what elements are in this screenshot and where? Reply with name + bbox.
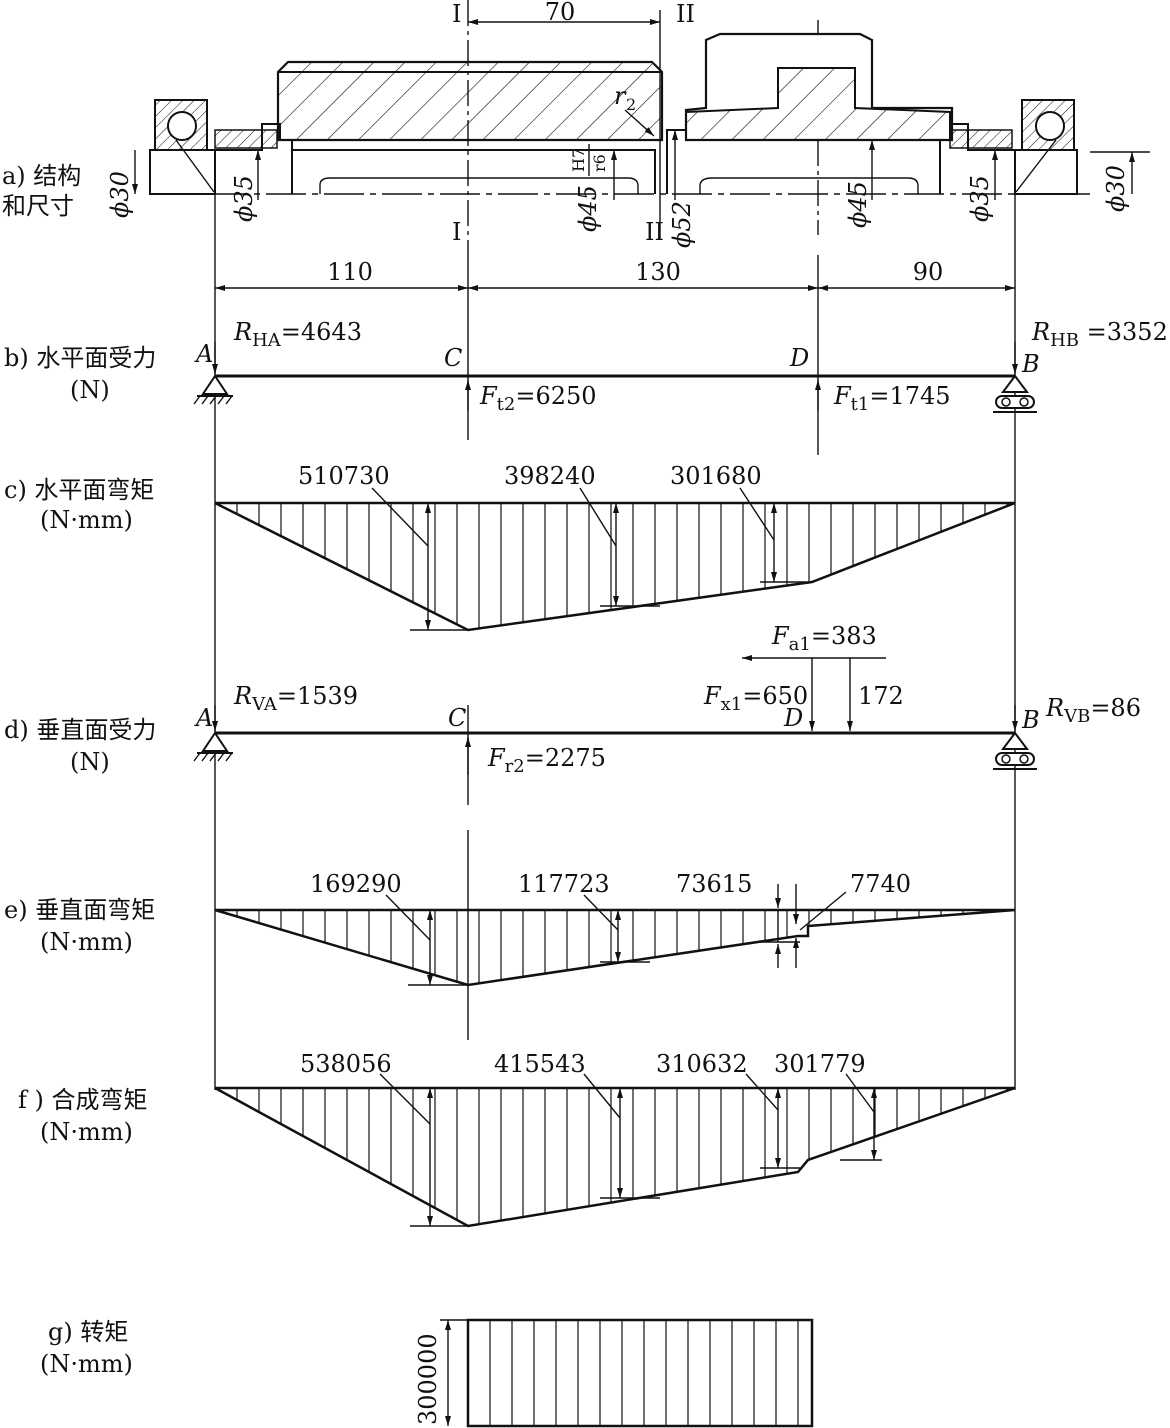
mR-C: 538056	[300, 1050, 392, 1078]
point-B-b: B	[1021, 350, 1040, 378]
point-C-b: C	[444, 344, 462, 372]
mV-D: 73615	[676, 870, 752, 898]
mR-D2: 301779	[774, 1050, 866, 1078]
span-CD: 130	[635, 258, 681, 286]
phi30-right: ϕ30	[1102, 165, 1130, 212]
structure-drawing: 70 I II	[106, 0, 1150, 248]
mR-D: 310632	[656, 1050, 748, 1078]
span-dimensions: 110 130 90	[215, 258, 1015, 291]
RHB-label: RHB =3352	[1031, 318, 1168, 351]
label-e2: (N·mm)	[40, 928, 133, 956]
label-e1: e) 垂直面弯矩	[4, 896, 155, 924]
keyway-left	[319, 177, 639, 194]
mH-C: 510730	[298, 462, 390, 490]
resultant-moment-diagram: 538056 415543 310632 301779	[214, 1050, 1016, 1228]
horizontal-force-diagram: A C D B RHA=4643 RHB =3352 Ft2=6250 Ft1=…	[193, 318, 1168, 415]
r2-label: r	[614, 82, 627, 110]
label-c2: (N·mm)	[40, 506, 133, 534]
fit-H7: H7	[569, 148, 588, 172]
span-DB: 90	[913, 258, 944, 286]
svg-text:2: 2	[626, 95, 636, 114]
vertical-force-diagram: A C D B RVA=1539 RVB=86 Fr2=2275 Fa1=383…	[193, 622, 1141, 777]
torque-value: 300000	[414, 1333, 442, 1425]
point-D-d: D	[783, 704, 803, 732]
label-g2: (N·mm)	[40, 1350, 133, 1378]
bearing-right	[1014, 99, 1078, 195]
mV-I: 117723	[518, 870, 610, 898]
label-f1: f ) 合成弯矩	[18, 1086, 148, 1114]
section-I-bottom: I	[452, 218, 461, 246]
point-A-b: A	[194, 340, 213, 368]
phi30-left: ϕ30	[106, 171, 134, 218]
label-a1: a) 结构	[2, 162, 81, 190]
mH-D: 301680	[670, 462, 762, 490]
mV-D2: 7740	[850, 870, 911, 898]
mH-I: 398240	[504, 462, 596, 490]
label-b2: (N)	[70, 376, 110, 404]
horizontal-moment-diagram: 510730 398240 301680	[214, 462, 1016, 632]
label-d1: d) 垂直面受力	[4, 716, 156, 744]
RVA-label: RVA=1539	[233, 682, 358, 715]
bearing-left	[149, 99, 216, 195]
mR-I: 415543	[494, 1050, 586, 1078]
point-A-d: A	[194, 704, 213, 732]
point-D-b: D	[789, 344, 809, 372]
fit-r6: r6	[590, 154, 609, 172]
phi45-fit: ϕ45	[574, 185, 602, 232]
point-C-d: C	[448, 704, 466, 732]
phi35-right: ϕ35	[966, 175, 994, 222]
Fx1-label: Fx1=650	[703, 682, 808, 715]
gear-left	[276, 60, 664, 142]
dim-70: 70	[545, 0, 576, 26]
gear-right-hub	[685, 67, 951, 141]
RHA-label: RHA=4643	[233, 318, 362, 351]
label-d2: (N)	[70, 748, 110, 776]
section-I-top: I	[452, 0, 461, 28]
phi45-right: ϕ45	[844, 181, 872, 228]
Fr2-label: Fr2=2275	[487, 744, 606, 777]
Fa1-label: Fa1=383	[771, 622, 877, 655]
vertical-moment-diagram: 169290 117723 73615 7740	[214, 870, 1016, 987]
phi35-left: ϕ35	[230, 175, 258, 222]
couple-172: 172	[858, 682, 904, 710]
phi52: ϕ52	[668, 201, 696, 248]
torque-diagram: 300000	[414, 1318, 814, 1428]
label-a2: 和尺寸	[2, 192, 74, 220]
point-B-d: B	[1021, 706, 1040, 734]
label-f2: (N·mm)	[40, 1118, 133, 1146]
section-labels: a) 结构 和尺寸 b) 水平面受力 (N) c) 水平面弯矩 (N·mm) d…	[2, 162, 156, 1378]
label-g1: g) 转矩	[48, 1318, 128, 1346]
keyway-right	[699, 177, 919, 194]
Ft1-label: Ft1=1745	[833, 382, 951, 415]
label-b1: b) 水平面受力	[4, 344, 156, 372]
span-AC: 110	[327, 258, 373, 286]
Ft2-label: Ft2=6250	[479, 382, 597, 415]
label-c1: c) 水平面弯矩	[4, 476, 154, 504]
mV-C: 169290	[310, 870, 402, 898]
section-II-bottom: II	[645, 218, 664, 246]
section-II-top: II	[676, 0, 695, 28]
RVB-label: RVB=86	[1045, 694, 1141, 727]
